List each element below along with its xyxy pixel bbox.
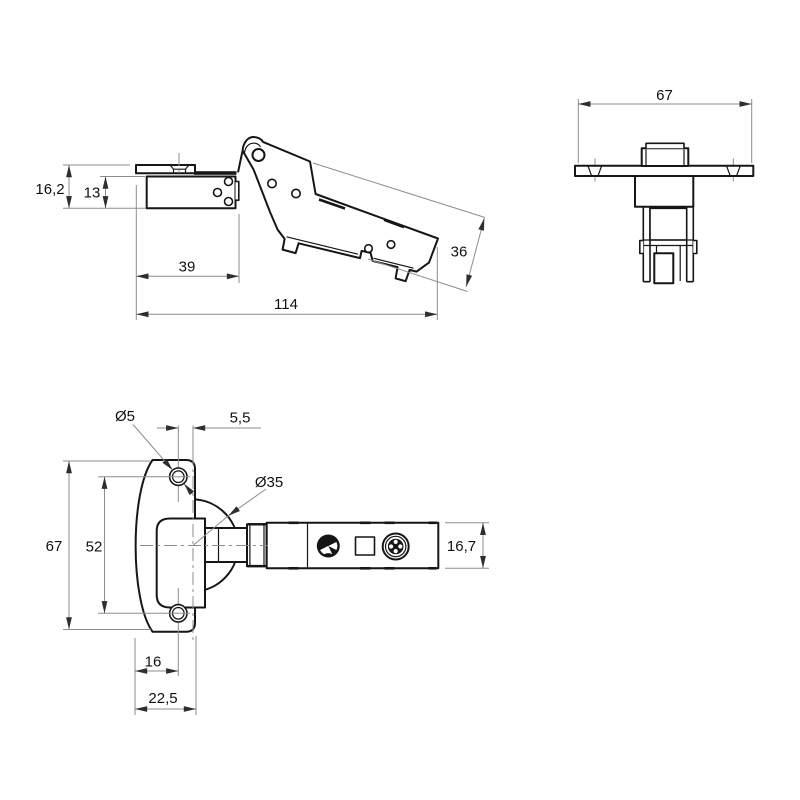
arm-bottom-fold [286,236,414,269]
front-view-dimensions: 67 [577,87,753,163]
edge-tab [384,521,395,525]
hinge-boss [155,517,206,609]
plan-view-dimensions: 67 52 5,5 Ø5 Ø35 [46,408,489,715]
dimension-cup-depth: 13 [84,176,145,209]
dim-label-screw-inset: 16 [145,654,162,671]
front-view: 67 [574,87,755,285]
dimension-screw-inset: 16 [134,638,179,715]
flange-screw-slot [170,165,189,173]
edge-tab [384,567,395,570]
arm-edge-fold [318,198,405,229]
bottom-knuckle-block [653,252,675,285]
cup-step [235,180,240,201]
dim-label-screw-spacing: 52 [86,539,103,556]
side-view: 16,2 13 39 114 36 [35,136,486,320]
cup-rim [194,171,237,175]
edge-tab [247,523,266,526]
edge-tab [247,564,266,568]
edge-tab [288,521,299,525]
dimension-plate-length: 39 [135,185,240,320]
dimension-center-offset: 5,5 [157,410,261,431]
dim-label-plate-height: 67 [46,538,63,555]
boss-inner-lines [645,149,685,165]
cup-block [634,175,695,208]
arm-hole [266,178,277,189]
arm-body [265,521,440,570]
dim-label-plate-length: 39 [179,259,196,276]
dim-label-overall-length: 114 [274,296,298,313]
dim-label-arm-width-plan: 16,7 [447,538,476,555]
dimension-plate-height: 67 [46,460,151,630]
dim-label-center-offset: 5,5 [230,410,251,427]
dim-label-cup-diameter: Ø35 [255,474,283,491]
top-boss [640,147,690,167]
knuckle-curl-line [243,142,262,153]
arm-inner-block [649,207,688,241]
phillips-screw [381,532,410,561]
edge-tab [360,567,371,570]
cup-body [145,175,237,210]
dim-label-arm-width: 36 [451,244,468,261]
side-view-dimensions: 16,2 13 39 114 36 [35,162,486,320]
dim-label-cup-depth: 13 [84,185,101,202]
dimension-arm-width: 36 [312,162,486,292]
cam-adjustment-screw [316,534,340,558]
dimension-screw-spacing: 52 [86,476,190,614]
edge-tab [428,521,437,525]
side-tab-right [693,239,698,255]
edge-tab [288,567,299,570]
dimension-plate-width: 22,5 [135,636,197,715]
dim-label-overall-height: 16,2 [35,181,64,198]
dimension-overall-width: 67 [577,87,753,163]
arm-hole [386,239,396,250]
arm-hole [363,243,374,254]
edge-tab [428,567,437,570]
front-view-part [574,142,755,285]
cup-hole [223,196,234,207]
pivot-hole [251,148,266,162]
dim-label-screw-hole-diameter: Ø5 [115,408,135,425]
arm-cross-lines [643,239,694,247]
plan-view: 67 52 5,5 Ø5 Ø35 [46,408,489,715]
countersink-holes [587,165,741,177]
dimension-screw-hole-diameter: Ø5 [115,408,195,496]
dimension-overall-length: 114 [136,247,438,320]
top-boss-cap [645,142,685,149]
cup-hole [223,176,234,187]
arm-hole [290,188,301,199]
cup-hole [212,187,223,198]
dim-label-plate-width: 22,5 [148,690,177,707]
cross-plate [574,164,755,177]
dimension-cup-diameter: Ø35 [192,474,283,546]
side-view-part [135,136,439,283]
square-hole [354,536,376,556]
dim-label-overall-width: 67 [656,87,673,104]
edge-tab [360,521,371,525]
dimension-arm-width-plan: 16,7 [445,522,489,569]
side-tab-left [639,239,644,255]
